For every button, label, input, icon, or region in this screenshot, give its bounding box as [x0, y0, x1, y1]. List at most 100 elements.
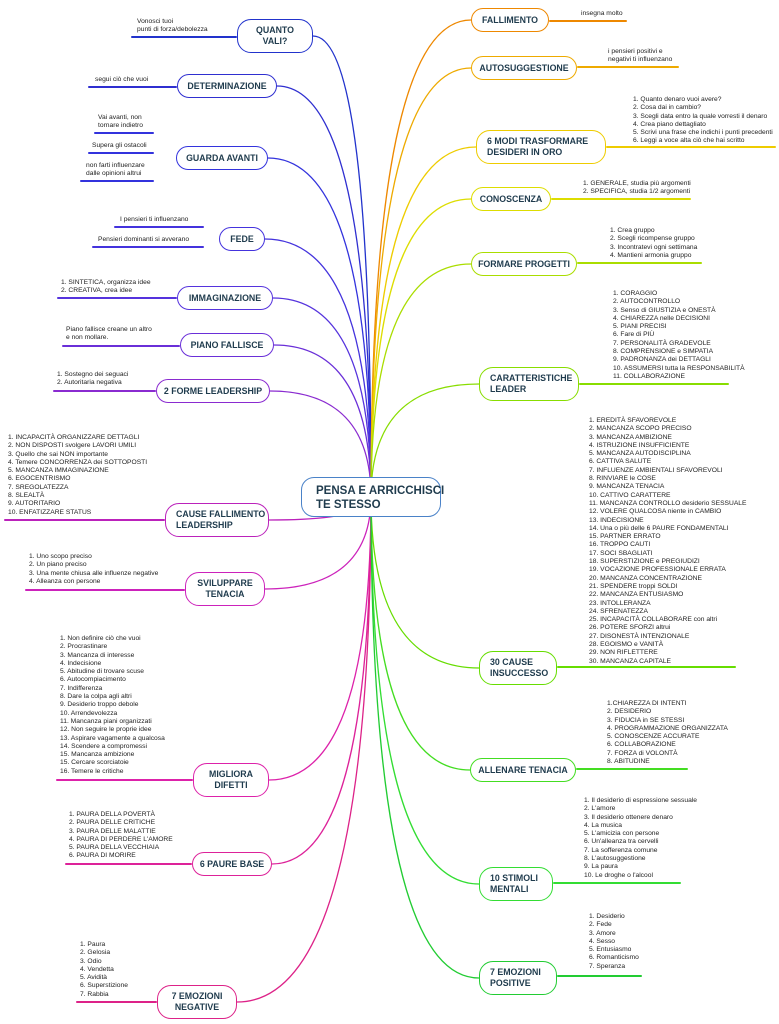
note-underline [80, 180, 154, 182]
topic-sviluppare-tenacia[interactable]: SVILUPPARE TENACIA [185, 572, 265, 606]
connector-topic-determinazione [276, 85, 372, 498]
topic-label-line: AUTOSUGGESTIONE [479, 62, 569, 73]
note-line: 6. Autocompiacimento [60, 676, 126, 684]
topic-allenare-tenacia[interactable]: ALLENARE TENACIA [470, 758, 576, 782]
topic-determinazione[interactable]: DETERMINAZIONE [177, 74, 277, 98]
topic-paure-base[interactable]: 6 PAURE BASE [192, 852, 272, 876]
topic-guarda-avanti[interactable]: GUARDA AVANTI [176, 146, 268, 170]
connector-topic-fallimento [370, 19, 472, 498]
central-topic-line-1: PENSA E ARRICCHISCI [316, 485, 445, 497]
topic-emozioni-negative[interactable]: 7 EMOZIONI NEGATIVE [157, 985, 237, 1019]
topic-quanto-vali[interactable]: QUANTO VALI? [237, 19, 313, 53]
note-fallimento: insegna molto [581, 10, 623, 18]
topic-6-modi-trasformare[interactable]: 6 MODI TRASFORMARE DESIDERI IN ORO [476, 130, 606, 164]
note-guarda-avanti-3: non farti influenzare dalle opinioni alt… [86, 162, 145, 179]
note-line: 5. Avidità [80, 974, 108, 982]
topic-10-stimoli-mentali[interactable]: 10 STIMOLI MENTALI [479, 867, 553, 901]
note-line: segui ciò che vuoi [95, 76, 149, 83]
note-line: 10. ASSUMERSI tutta la RESPONSABILITÀ [613, 364, 745, 372]
topic-migliora-difetti[interactable]: MIGLIORA DIFETTI [193, 763, 269, 797]
note-underline [88, 152, 154, 154]
note-line: i pensieri positivi e [608, 48, 663, 55]
note-line: 23. INTOLLERANZA [589, 599, 651, 607]
note-line: 10. CATTIVO CARATTERE [589, 491, 671, 499]
topic-label-line: INSUCCESSO [490, 668, 549, 678]
topic-autosuggestione[interactable]: AUTOSUGGESTIONE [471, 56, 577, 80]
topic-label-line: NEGATIVE [174, 1002, 220, 1012]
note-line: 8. L'autosuggestione [584, 855, 646, 863]
connector-topic-10-stimoli-mentali [370, 496, 480, 885]
note-line: Pensieri dominanti si avverano [98, 236, 190, 243]
topic-label-line: 7 EMOZIONI [490, 967, 541, 977]
note-line: 8. ABITUDINE [607, 758, 650, 766]
note-underline [606, 146, 776, 148]
note-line: 6. Fare di PIÙ [613, 331, 655, 339]
central-topic[interactable]: PENSA E ARRICCHISCI TE STESSO [301, 477, 445, 517]
note-allenare-tenacia: 1.CHIAREZZA DI INTENTI 2. DESIDERIO 3. F… [607, 700, 728, 766]
note-line: 5. Entusiasmo [589, 946, 632, 954]
note-line: 6. COLLABORAZIONE [607, 741, 676, 749]
topic-caratteristiche-leader[interactable]: CARATTERISTICHE LEADER [479, 367, 579, 401]
note-line: 3. Amore [589, 929, 616, 937]
note-line: 6. Superstizione [80, 982, 128, 990]
note-line: 16. Temere le critiche [60, 767, 124, 775]
topic-label-line: 30 CAUSE [490, 657, 534, 667]
note-underline [88, 86, 177, 88]
note-line: 1. INCAPACITÀ ORGANIZZARE DETTAGLI [8, 434, 140, 441]
note-line: 6. Un'alleanza tra cervelli [584, 838, 659, 846]
note-cause-fallimento-leadership: 1. INCAPACITÀ ORGANIZZARE DETTAGLI 2. NO… [8, 434, 147, 517]
note-quanto-vali: Vonosci tuoi punti di forza/debolezza [137, 18, 208, 35]
topic-conoscenza[interactable]: CONOSCENZA [471, 187, 551, 211]
note-guarda-avanti-1: Vai avanti, non tornare indietro [98, 114, 143, 131]
note-line: 4. La musica [584, 821, 622, 829]
topic-cause-fallimento-leadership[interactable]: CAUSE FALLIMENTO LEADERSHIP [165, 503, 269, 537]
connector-topic-fede [264, 238, 372, 498]
note-autosuggestione: i pensieri positivi e negativi ti influe… [608, 48, 672, 65]
topic-label-line: DETERMINAZIONE [187, 80, 267, 91]
note-underline [576, 768, 688, 770]
note-line: 14. Una o più delle 6 PAURE FONDAMENTALI [589, 524, 729, 532]
note-line: punti di forza/debolezza [137, 26, 208, 34]
note-line: 30. MANCANZA CAPITALE [589, 657, 672, 665]
note-line: 2. Scegli ricompense gruppo [610, 235, 695, 243]
note-line: I pensieri ti influenzano [120, 216, 189, 223]
note-underline [549, 20, 627, 22]
topic-30-cause-insuccesso[interactable]: 30 CAUSE INSUCCESSO [479, 651, 557, 685]
note-line: 7. Rabbia [80, 990, 109, 998]
note-line: 21. SPENDERE troppi SOLDI [589, 582, 678, 590]
note-10-stimoli-mentali: 1. Il desiderio di espressione sessuale … [584, 797, 697, 880]
note-line: 15. Mancanza ambizione [60, 751, 135, 759]
topic-piano-fallisce[interactable]: PIANO FALLISCE [180, 333, 274, 357]
note-line: 3. MANCANZA AMBIZIONE [589, 433, 672, 441]
topic-label-line: QUANTO [256, 25, 294, 35]
note-line: 26. POTERE SFORZI altrui [589, 624, 671, 632]
note-line: 4. PROGRAMMAZIONE ORGANIZZATA [607, 724, 728, 732]
topic-forme-leadership[interactable]: 2 FORME LEADERSHIP [156, 379, 270, 403]
note-line: 1. Sostegno dei seguaci [57, 371, 129, 378]
topic-fallimento[interactable]: FALLIMENTO [471, 8, 549, 32]
note-underline [65, 863, 192, 865]
topic-label-line: 7 EMOZIONI [171, 991, 223, 1001]
note-line: Piano fallisce creane un altro [66, 326, 152, 333]
topic-7-emozioni-positive[interactable]: 7 EMOZIONI POSITIVE [479, 961, 557, 995]
topic-formare-progetti[interactable]: FORMARE PROGETTI [471, 252, 577, 276]
note-line: 2. Procrastinare [60, 643, 108, 651]
topic-fede[interactable]: FEDE [219, 227, 265, 251]
topic-immaginazione[interactable]: IMMAGINAZIONE [177, 286, 273, 310]
note-line: 3. Senso di GIUSTIZIA e ONESTÀ [613, 306, 716, 314]
note-line: 2. CREATIVA, crea idee [61, 287, 133, 295]
note-line: 4. Indecisione [60, 659, 102, 667]
note-paure-base: 1. PAURA DELLA POVERTÀ 2. PAURA DELLE CR… [69, 811, 173, 861]
topic-label-line: TENACIA [205, 589, 245, 599]
note-underline [62, 345, 180, 347]
connector-topic-formare-progetti [370, 263, 472, 498]
note-line: 18. SUPERSTIZIONE e PREGIUDIZI [589, 558, 700, 566]
topic-label-line: MENTALI [490, 884, 529, 894]
note-line: Vai avanti, non [98, 114, 142, 121]
note-line: 13. Aspirare vagamente a qualcosa [60, 734, 165, 742]
note-line: 9. Desiderio troppo debole [60, 701, 139, 709]
note-underline [557, 666, 736, 668]
note-line: 1. CORAGGIO [613, 290, 658, 297]
note-line: 4. PAURA DI PERDERE L'AMORE [69, 835, 173, 843]
note-line: 3. Una mente chiusa alle influenze negat… [29, 569, 159, 577]
